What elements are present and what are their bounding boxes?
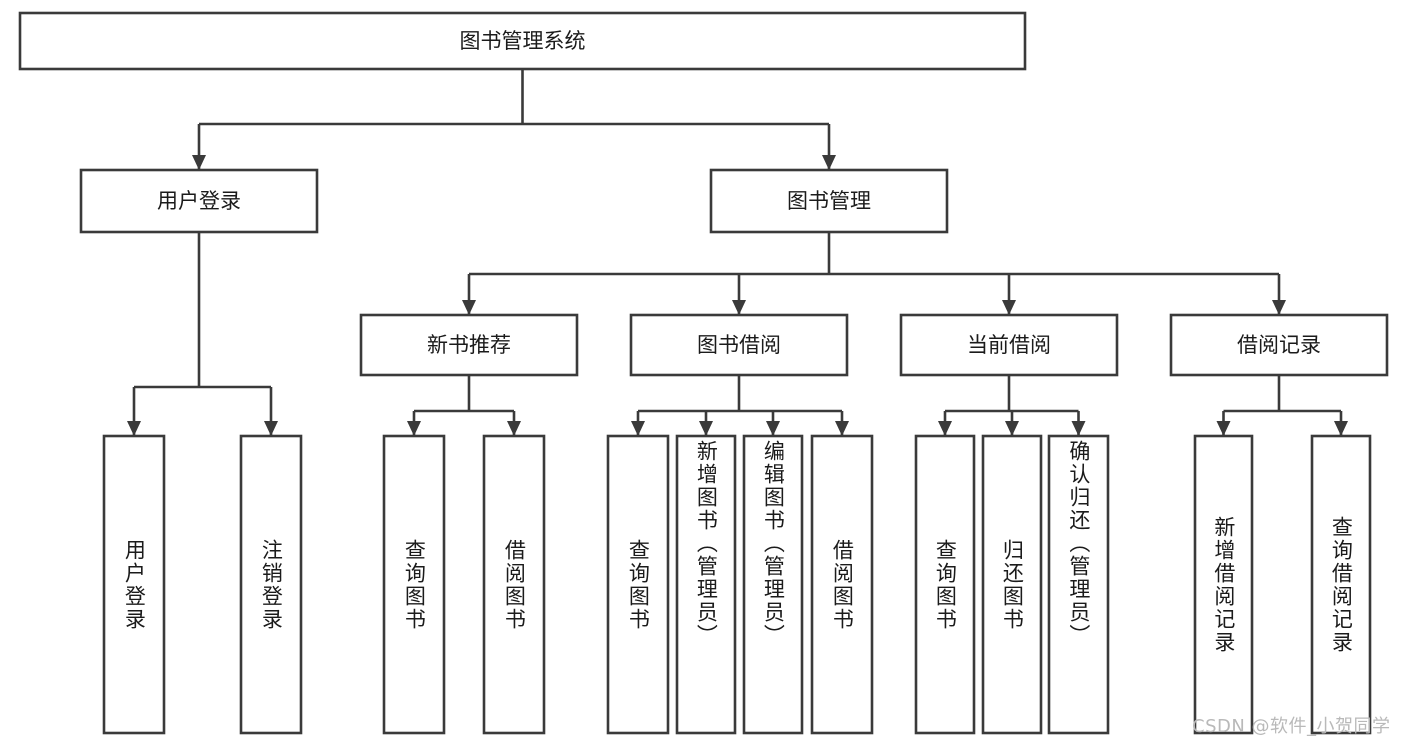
node-label-borrow-record: 借阅记录 (1237, 333, 1321, 357)
arrow-head-icon (1334, 421, 1348, 436)
arrow-head-icon (192, 155, 206, 170)
node-box-leaf-borrow-book-2[interactable] (810, 434, 874, 735)
arrow-head-icon (264, 421, 278, 436)
node-box-leaf-query-book-3[interactable] (914, 434, 976, 735)
node-box-leaf-query-book-1[interactable] (382, 434, 446, 735)
arrow-head-icon (938, 421, 952, 436)
arrow-head-icon (822, 155, 836, 170)
node-box-leaf-user-login[interactable] (102, 434, 166, 735)
arrow-head-icon (127, 421, 141, 436)
node-box-book-manage[interactable] (709, 168, 949, 234)
arrow-head-icon (732, 300, 746, 315)
arrow-head-icon (1216, 421, 1231, 436)
node-box-root[interactable] (18, 11, 1027, 71)
arrow-head-icon (631, 421, 645, 436)
arrow-head-icon (1005, 421, 1019, 436)
node-label-root: 图书管理系统 (460, 29, 586, 53)
node-box-leaf-edit-book[interactable] (742, 434, 804, 735)
connectors-layer (127, 69, 1348, 436)
arrow-head-icon (462, 300, 476, 315)
node-label-user-login: 用户登录 (157, 189, 241, 213)
arrow-head-icon (1002, 300, 1016, 315)
node-box-leaf-add-record[interactable] (1193, 434, 1254, 735)
node-box-leaf-borrow-book-1[interactable] (482, 434, 546, 735)
arrow-head-icon (1272, 300, 1286, 315)
node-label-current-borrow: 当前借阅 (967, 333, 1051, 357)
node-box-current-borrow[interactable] (899, 313, 1119, 377)
arrow-head-icon (1071, 421, 1086, 436)
node-box-book-borrow[interactable] (629, 313, 849, 377)
node-box-leaf-return-book[interactable] (981, 434, 1043, 735)
node-box-user-login[interactable] (79, 168, 319, 234)
csdn-watermark: CSDN @软件_小贺同学 (1192, 716, 1391, 737)
arrow-head-icon (507, 421, 521, 436)
node-box-leaf-add-book[interactable] (675, 434, 737, 735)
arrow-head-icon (699, 421, 713, 436)
arrow-head-icon (835, 421, 849, 436)
node-label-new-book-rec: 新书推荐 (427, 333, 511, 357)
boxes-layer (18, 11, 1389, 735)
node-box-leaf-logout[interactable] (239, 434, 303, 735)
node-box-leaf-query-record[interactable] (1310, 434, 1372, 735)
node-label-book-borrow: 图书借阅 (697, 333, 781, 357)
node-box-borrow-record[interactable] (1169, 313, 1389, 377)
node-box-new-book-rec[interactable] (359, 313, 579, 377)
node-label-book-manage: 图书管理 (787, 189, 871, 213)
arrow-head-icon (407, 421, 421, 436)
node-box-leaf-query-book-2[interactable] (606, 434, 670, 735)
node-box-leaf-confirm-return[interactable] (1047, 434, 1110, 735)
arrow-head-icon (766, 421, 780, 436)
